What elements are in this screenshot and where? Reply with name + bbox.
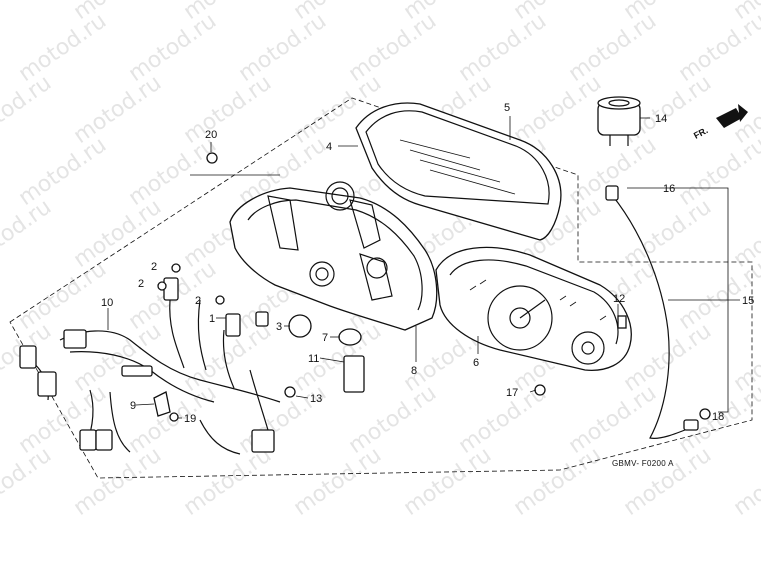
watermark-text: motod.ru xyxy=(69,71,166,149)
callout-9: 9 xyxy=(130,400,136,412)
diagram-code: GBMV- F0200 A xyxy=(612,459,674,468)
part-17-screw xyxy=(534,384,546,396)
callout-5: 5 xyxy=(504,102,510,114)
callout-8: 8 xyxy=(411,365,417,377)
callout-2c: 2 xyxy=(195,295,201,307)
watermark-text: motod.ru xyxy=(674,133,761,211)
callout-16: 16 xyxy=(663,183,675,195)
watermark-text: motod.ru xyxy=(0,0,56,25)
watermark-text: motod.ru xyxy=(619,443,716,521)
part-2-bulb-c xyxy=(215,295,225,305)
watermark-text: motod.ru xyxy=(344,9,441,87)
meter-case xyxy=(229,181,438,331)
callout-4: 4 xyxy=(326,141,332,153)
watermark-text: motod.ru xyxy=(454,9,551,87)
callout-3: 3 xyxy=(276,321,282,333)
speedometer-cable xyxy=(605,185,699,439)
watermark-text: motod.ru xyxy=(729,443,761,521)
watermark-text: motod.ru xyxy=(674,9,761,87)
watermark-text: motod.ru xyxy=(14,133,111,211)
callout-20: 20 xyxy=(205,129,217,141)
wire-harness xyxy=(19,277,281,455)
part-9-bulb xyxy=(153,391,171,417)
socket-bulb xyxy=(597,96,641,146)
callout-13: 13 xyxy=(310,393,322,405)
part-19-screw xyxy=(169,412,179,422)
watermark-text: motod.ru xyxy=(509,443,606,521)
part-3-grommet xyxy=(288,314,312,338)
watermark-text: motod.ru xyxy=(14,9,111,87)
callout-19: 19 xyxy=(184,413,196,425)
watermark-text: motod.ru xyxy=(69,443,166,521)
callout-15: 15 xyxy=(742,295,754,307)
callout-labels: 5 4 8 6 14 16 15 18 12 17 20 2 2 2 1 10 … xyxy=(101,102,754,425)
watermark-text: motod.ru xyxy=(0,71,56,149)
callout-14: 14 xyxy=(655,113,667,125)
part-18-washer xyxy=(699,408,711,420)
part-12-bulb xyxy=(617,315,627,329)
watermark-text: motod.ru xyxy=(619,195,716,273)
watermark-text: motod.ru xyxy=(0,443,56,521)
callout-1: 1 xyxy=(209,313,215,325)
callout-18: 18 xyxy=(712,411,724,423)
direction-label: FR. xyxy=(692,125,709,141)
watermark-text: motod.ru xyxy=(564,381,661,459)
watermark-text: motod.ru xyxy=(509,71,606,149)
part-20-screw xyxy=(206,152,218,164)
part-2-bulb-a xyxy=(171,263,181,273)
callout-17: 17 xyxy=(506,387,518,399)
part-7-grommet xyxy=(338,328,362,346)
watermark-text: motod.ru xyxy=(234,9,331,87)
watermark-text: motod.ru xyxy=(399,443,496,521)
watermark-text: motod.ru xyxy=(179,443,276,521)
callout-2a: 2 xyxy=(151,261,157,273)
watermark-text: motod.ru xyxy=(179,71,276,149)
watermark-text: motod.ru xyxy=(289,443,386,521)
watermark-text: motod.ru xyxy=(14,257,111,335)
small-parts xyxy=(153,152,711,422)
watermark-text: motod.ru xyxy=(124,133,221,211)
callout-6: 6 xyxy=(473,357,479,369)
callout-12: 12 xyxy=(613,293,625,305)
watermark-text: motod.ru xyxy=(564,9,661,87)
watermark-text: motod.ru xyxy=(0,195,56,273)
part-2-bulb-b xyxy=(157,281,167,291)
callout-11: 11 xyxy=(308,353,319,365)
callout-10: 10 xyxy=(101,297,113,309)
callout-2b: 2 xyxy=(138,278,144,290)
leader-lines xyxy=(107,116,740,419)
watermark-text: motod.ru xyxy=(124,9,221,87)
callout-7: 7 xyxy=(322,332,328,344)
part-13-bulb xyxy=(284,386,296,398)
part-11-socket xyxy=(343,355,365,393)
